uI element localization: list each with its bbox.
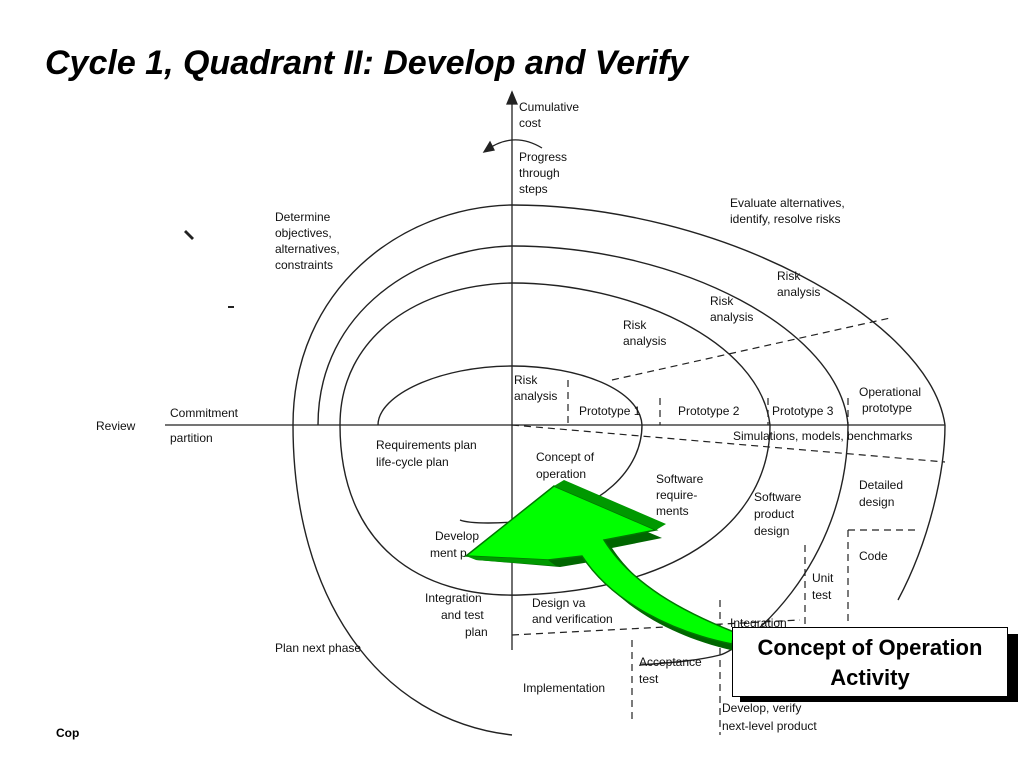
- specks: [184, 230, 234, 308]
- label-prototype-3: Prototype 3: [772, 404, 834, 418]
- label-review: Review: [96, 419, 136, 433]
- label-commitment: Commitment: [170, 406, 239, 420]
- callout-box: Concept of Operation Activity: [732, 627, 1008, 697]
- slide-title: Cycle 1, Quadrant II: Develop and Verify: [45, 44, 689, 82]
- label-plan-next-phase: Plan next phase: [275, 641, 361, 655]
- label-implementation: Implementation: [523, 681, 605, 695]
- label-prototype-2: Prototype 2: [678, 404, 740, 418]
- green-arrow-bevel: [554, 480, 666, 530]
- label-simulations: Simulations, models, benchmarks: [733, 429, 912, 443]
- footer-text: Cop: [56, 726, 80, 740]
- label-evaluate: Evaluate alternatives,identify, resolve …: [730, 196, 845, 226]
- label-prototype-1: Prototype 1: [579, 404, 641, 418]
- label-code: Code: [859, 549, 888, 563]
- label-partition: partition: [170, 431, 213, 445]
- dashed-partitions: [511, 317, 946, 735]
- spiral-loops: [292, 204, 946, 736]
- label-integration: Integration: [730, 616, 787, 630]
- callout-line-1: Concept of Operation: [757, 635, 983, 660]
- callout-line-2: Activity: [830, 665, 910, 690]
- green-arrow: [463, 480, 742, 652]
